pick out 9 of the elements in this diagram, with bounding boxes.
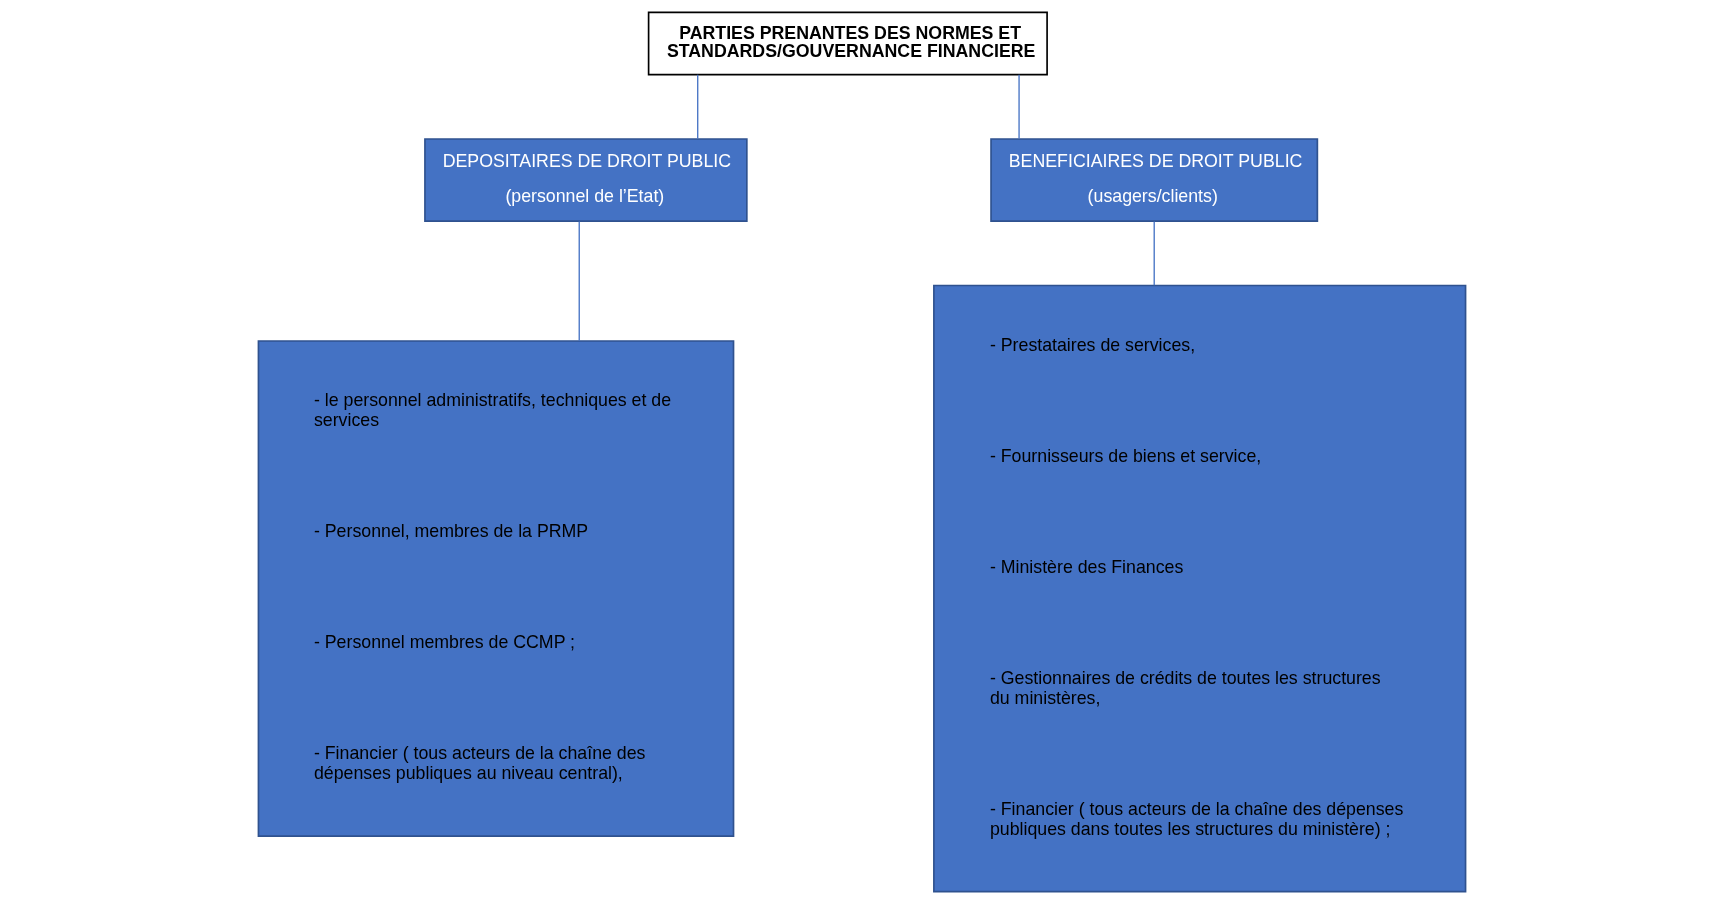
node-box: - Prestataires de services, - Fournisseurs de biens et service, - Ministère des Finances - Gestionnaires de crédits de toutes les structures du ministères, - Financier ( tous acteurs de la chaîne des dépenses publiques dans toutes les structures du ministère) ; <box>933 284 1467 893</box>
node-box: PARTIES PRENANTES DES NORMES ET STANDARDS/GOUVERNANCE FINANCIERE <box>647 11 1048 76</box>
connector <box>1018 74 1020 140</box>
connector <box>578 220 580 342</box>
node-box: BENEFICIAIRES DE DROIT PUBLIC (usagers/clients) <box>990 138 1319 222</box>
node-box: - le personnel administratifs, techniques et de services - Personnel, membres de la PRMP - Personnel membres de CCMP ; - Financier ( tous acteurs de la chaîne des dépenses publiques au niveau central), <box>257 340 735 837</box>
connector <box>697 74 699 140</box>
connector <box>1153 220 1155 286</box>
node-box: DEPOSITAIRES DE DROIT PUBLIC (personnel de l’Etat) <box>424 138 748 222</box>
